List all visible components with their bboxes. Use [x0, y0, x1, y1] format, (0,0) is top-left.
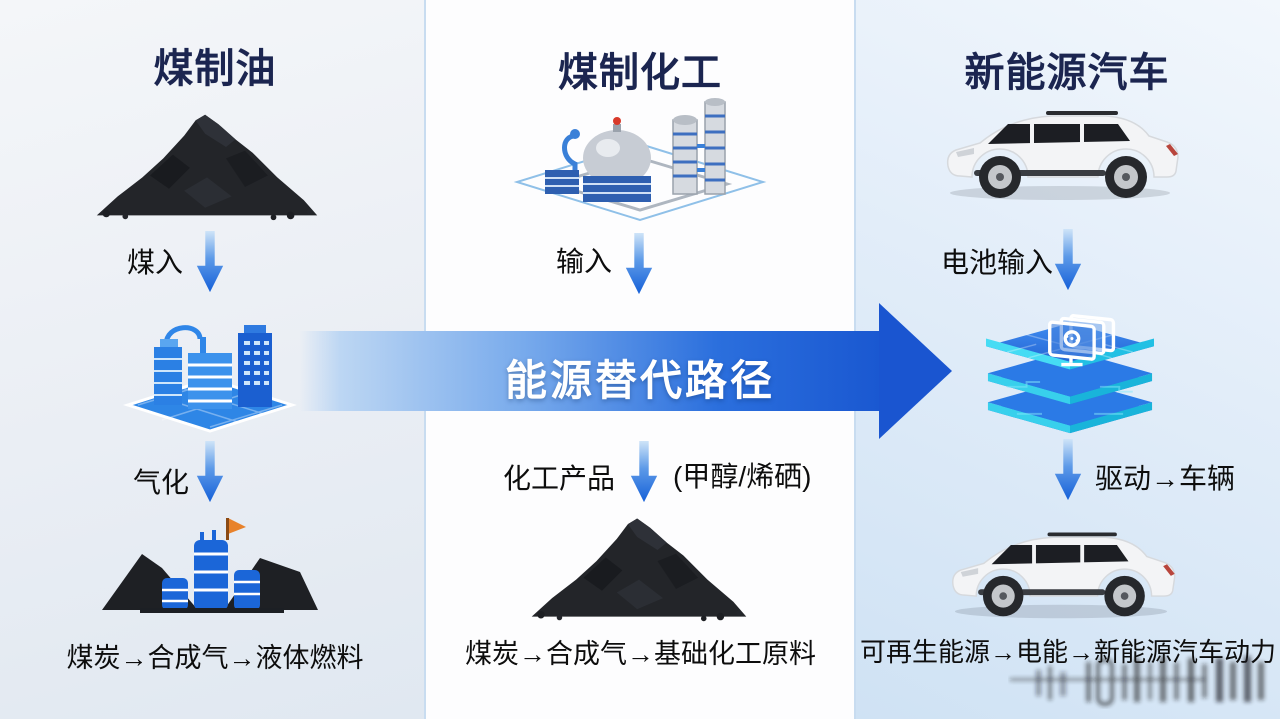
down-arrow-icon	[1052, 436, 1084, 504]
coal-pile-icon	[93, 106, 321, 226]
column1-bottom-text: 煤炭→合成气→液体燃料	[66, 643, 364, 673]
down-arrow-icon	[623, 230, 655, 298]
compute-layers-icon	[978, 298, 1162, 438]
column1-input-label: 煤入	[127, 247, 184, 278]
column3-input-label: 电池输入	[941, 247, 1054, 278]
column1-title: 煤制油	[153, 47, 277, 91]
suv-car-icon	[930, 96, 1190, 206]
banner-label: 能源替代路径	[504, 357, 775, 404]
down-arrow-icon	[194, 438, 226, 506]
coal-pile-icon	[528, 510, 750, 627]
refinery-icon	[100, 510, 320, 622]
banner-arrow-head	[879, 303, 952, 439]
column2-input-label: 输入	[556, 246, 613, 277]
column3-title: 新能源汽车	[964, 51, 1170, 95]
column2-bottom-text: 煤炭→合成气→基础化工原料	[465, 639, 816, 669]
down-arrow-icon	[628, 438, 660, 506]
column1-process-label: 气化	[133, 467, 190, 498]
gasification-plant-icon	[120, 293, 300, 435]
column2-product-note: (甲醇/烯硒)	[673, 461, 812, 492]
suv-car-icon	[935, 518, 1187, 624]
chemical-plant-icon	[505, 86, 775, 228]
column3-bottom-text: 可再生能源→电能→新能源汽车动力	[859, 637, 1276, 667]
column2-product-label: 化工产品	[503, 463, 616, 494]
watermark-smudge	[1008, 652, 1278, 716]
down-arrow-icon	[194, 228, 226, 296]
column2-title: 煤制化工	[558, 51, 722, 95]
banner-arrow-body	[300, 331, 880, 411]
column3-drive-label: 驱动→车辆	[1095, 463, 1236, 494]
down-arrow-icon	[1052, 226, 1084, 294]
